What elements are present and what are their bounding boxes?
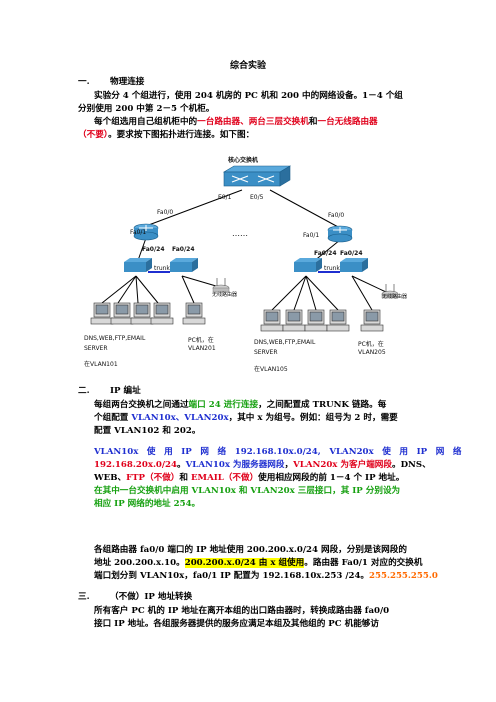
server-label-left-line1: DNS,WEB,FTP,EMAIL (84, 335, 146, 342)
switch-icon-right-2 (340, 258, 368, 272)
server-label-left-line2: SERVER (84, 345, 108, 352)
pc-label-right-line2: VLAN205 (358, 349, 386, 356)
core-switch-label: 核心交换机 (228, 157, 259, 164)
port-label-fa00-left: Fa0/0 (157, 209, 174, 216)
server-label-right-line3: 在VLAN105 (254, 366, 288, 373)
ellipsis-label: …… (232, 229, 248, 238)
wireless-router-label-left: 无线路由器 (212, 292, 238, 298)
router-icon-right (327, 225, 353, 243)
port-label-e05: E0/5 (250, 194, 264, 201)
section2-para-line3: 配置 VLAN102 和 202。 (94, 426, 201, 436)
pc-label-right-line1: PC机，在 (358, 341, 384, 348)
port-label-fa00-right: Fa0/0 (328, 212, 345, 219)
section3-number: 三. (78, 592, 90, 602)
section1-para-line3: 每个组选用自己组机柜中的一台路由器、两台三层交换机和一台无线路由器 (94, 117, 378, 127)
section2-heading: IP 编址 (110, 386, 141, 396)
port-label-fa024-left-1: Fa0/24 (142, 246, 165, 253)
wireless-router-icon-left (212, 278, 230, 293)
section2-para-line4: VLAN10x 使 用 IP 网 络 192.168.10x.0/24, VLA… (94, 447, 462, 457)
section2-para-line11: 端口划分到 VLAN10x，fa0/1 IP 配置为 192.168.10x.2… (94, 571, 438, 581)
server-label-right-line1: DNS,WEB,FTP,EMAIL (254, 339, 316, 346)
section2-para-line2: 个组配置 VLAN10x、VLAN20x，其中 x 为组号。例如：组号为 2 时… (94, 413, 398, 423)
port-label-fa024-right-2: Fa0/24 (340, 250, 363, 257)
port-label-fa01-right: Fa0/1 (303, 232, 320, 239)
port-label-fa024-right-1: Fa0/24 (314, 250, 337, 257)
section3-para-line2: 接口 IP 地址。各组服务器提供的服务应满足本组及其他组的 PC 机能够访 (94, 619, 379, 629)
section2-para-line8: 相应 IP 网络的地址 254。 (94, 499, 201, 509)
server-label-left-line3: 在VLAN101 (84, 361, 118, 368)
port-label-fa024-left-2: Fa0/24 (172, 246, 195, 253)
section2-para-line9: 各组路由器 fa0/0 端口的 IP 地址使用 200.200.x.0/24 网… (94, 545, 407, 555)
section1-para-line4: （不要）。要求按下图拓扑进行连接。如下图： (78, 130, 255, 140)
section1-heading: 物理连接 (110, 77, 145, 87)
core-switch-icon (222, 165, 292, 187)
switch-icon-right-1 (294, 258, 322, 272)
section2-para-line7: 在其中一台交换机中启用 VLAN10x 和 VLAN20x 三层接口，其 IP … (94, 486, 401, 496)
wireless-router-label-right: 无线路由器 (382, 294, 408, 300)
section1-number: 一. (78, 77, 90, 87)
network-topology-diagram (90, 165, 399, 332)
pc-label-left-line2: VLAN201 (188, 345, 216, 352)
wireless-router-icon-right (381, 284, 399, 299)
switch-icon-left-1 (124, 258, 152, 272)
switch-icon-left-2 (170, 258, 198, 272)
section2-para-line1: 每组两台交换机之间通过端口 24 进行连接，之间配置成 TRUNK 链路。每 (94, 400, 387, 410)
computer-icons-right (260, 309, 384, 332)
trunk-label-right: trunk (324, 265, 340, 272)
section2-para-line10: 地址 200.200.x.10。200.200.x.0/24 由 x 组使用。路… (94, 558, 423, 568)
section3-heading: （不做）IP 地址转换 (110, 592, 193, 602)
page-title: 综合实验 (229, 61, 266, 71)
section3-para-line1: 所有客户 PC 机的 IP 地址在离开本组的出口路由器时，转换成路由器 fa0/… (94, 606, 390, 616)
section2-number: 二. (78, 386, 90, 396)
trunk-label-left: trunk (154, 265, 170, 272)
section2-para-line6: WEB、FTP（不做）和 EMAIL（不做）使用相应网段的前 1－4 个 IP … (94, 473, 405, 483)
computer-icons-left (90, 302, 206, 325)
pc-label-left-line1: PC机，在 (188, 337, 214, 344)
port-label-fa01-left: Fa0/1 (130, 229, 147, 236)
server-label-right-line2: SERVER (254, 349, 278, 356)
router-icon-left (133, 223, 159, 241)
section1-para-line2: 分别使用 200 中第 2－5 个机柜。 (78, 104, 215, 114)
port-label-e01: E0/1 (218, 194, 232, 201)
section1-para-line1: 实验分 4 个组进行，使用 204 机房的 PC 机和 200 中的网络设备。1… (94, 91, 403, 101)
section2-para-line5: 192.168.20x.0/24。VLAN10x 为服务器网段，VLAN20x … (94, 460, 431, 470)
